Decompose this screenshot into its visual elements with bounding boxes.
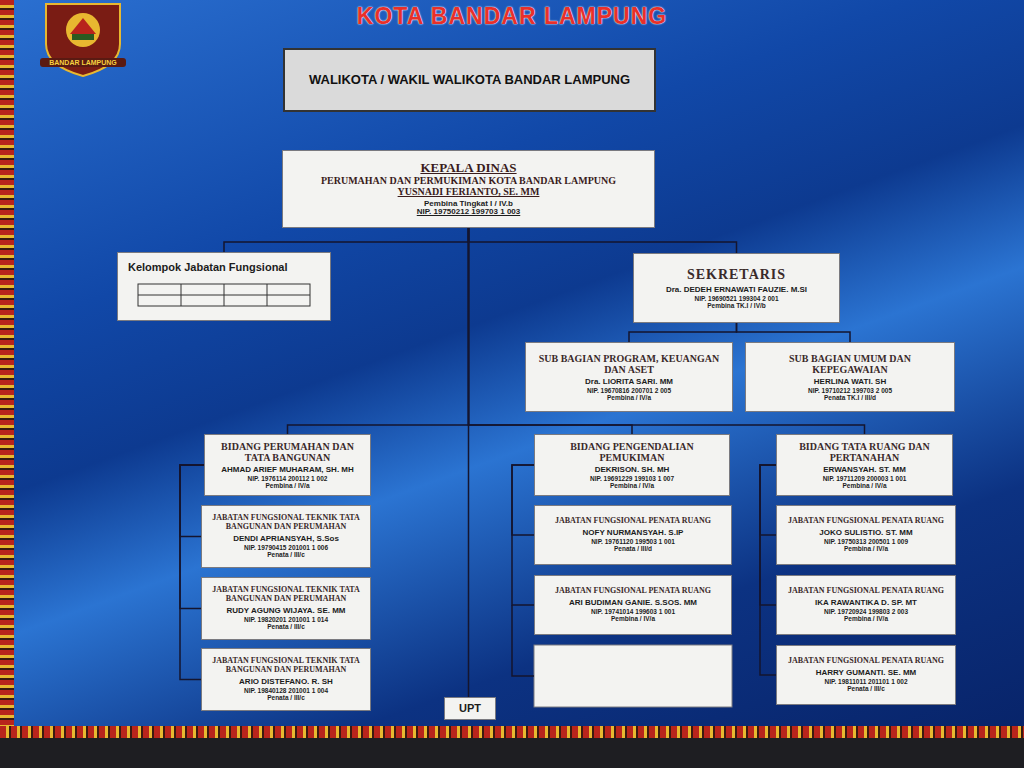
unit-box: UPT (444, 697, 496, 720)
functional-position-box: JABATAN FUNGSIONAL PENATA RUANG IKA RAWAN… (776, 575, 956, 635)
id-number: NIP. 19820201 201001 1 014 (244, 616, 328, 623)
functional-group-box: Kelompok Jabatan Fungsional (117, 252, 331, 321)
rank-text: Pembina / IV/a (842, 482, 886, 489)
org-connector (512, 465, 534, 535)
rank-text: Pembina / IV/a (607, 394, 651, 401)
office-name: PERUMAHAN DAN PERMUKIMAN KOTA BANDAR LAM… (321, 175, 616, 186)
rank-text: Pembina TK.I / IV/b (707, 302, 766, 309)
position-title: Kelompok Jabatan Fungsional (128, 261, 288, 273)
rank-text: Pembina / IV/a (611, 615, 655, 622)
position-title: SEKRETARIS (687, 267, 786, 283)
chart-title: KOTA BANDAR LAMPUNG (262, 3, 762, 30)
org-connector (760, 465, 776, 605)
functional-position-box: JABATAN FUNGSIONAL TEKNIK TATA BANGUNAN … (201, 648, 371, 711)
position-title: BIDANG PERUMAHAN DAN TATA BANGUNAN (210, 441, 365, 463)
position-title: JABATAN FUNGSIONAL TEKNIK TATA BANGUNAN … (207, 657, 365, 675)
person-name: AHMAD ARIEF MUHARAM, SH. MH (221, 466, 354, 475)
functional-position-box: JABATAN FUNGSIONAL TEKNIK TATA BANGUNAN … (201, 505, 371, 568)
rank-text: Pembina / IV/a (844, 545, 888, 552)
org-connector (468, 228, 469, 697)
functional-position-box: JABATAN FUNGSIONAL PENATA RUANG JOKO SULI… (776, 505, 956, 565)
id-number: NIP. 19750313 200501 1 009 (824, 538, 908, 545)
division-box: BIDANG PENGENDALIAN PEMUKIMAN DEKRISON. S… (534, 434, 730, 496)
person-name: ERWANSYAH. ST. MM (823, 466, 906, 475)
division-box: BIDANG PERUMAHAN DAN TATA BANGUNAN AHMAD … (204, 434, 371, 496)
person-name: YUSNADI FERIANTO, SE. MM (398, 186, 540, 197)
org-connector (629, 323, 737, 342)
rank-text: Penata / III/c (267, 694, 305, 701)
id-number: NIP. 19670816 200701 2 005 (587, 387, 671, 394)
emblem-text: BANDAR LAMPUNG (40, 58, 126, 67)
id-number: NIP. 19840128 201001 1 004 (244, 687, 328, 694)
org-connector (469, 228, 737, 253)
person-name: DEKRISON. SH. MH (595, 466, 670, 475)
position-title: BIDANG PENGENDALIAN PEMUKIMAN (540, 441, 724, 463)
id-number: NIP. 19761120 199503 1 001 (591, 538, 675, 545)
ornament-border (0, 726, 1024, 738)
bracket-line (512, 605, 534, 676)
functional-position-box: JABATAN FUNGSIONAL PENATA RUANG HARRY GUM… (776, 645, 956, 705)
position-title: UPT (459, 702, 481, 714)
functional-position-box: JABATAN FUNGSIONAL PENATA RUANG NOFY NURM… (534, 505, 732, 565)
division-box: BIDANG TATA RUANG DAN PERTANAHAN ERWANSYA… (776, 434, 953, 496)
rank-text: Penata / III/d (614, 545, 652, 552)
position-title: JABATAN FUNGSIONAL PENATA RUANG (555, 587, 711, 596)
id-number: NIP. 19691229 199103 1 007 (590, 475, 674, 482)
position-title: WALIKOTA / WAKIL WALIKOTA BANDAR LAMPUNG (309, 73, 630, 88)
position-title: SUB BAGIAN UMUM DAN KEPEGAWAIAN (751, 353, 949, 375)
position-title: JABATAN FUNGSIONAL PENATA RUANG (788, 587, 944, 596)
id-number: NIP. 19690521 199304 2 001 (694, 295, 778, 302)
division-box: SUB BAGIAN PROGRAM, KEUANGAN DAN ASET Dra… (525, 342, 733, 412)
person-name: ARIO DISTEFANO. R. SH (239, 678, 333, 687)
person-name: RUDY AGUNG WIJAYA. SE. MM (227, 607, 346, 616)
id-number: NIP. 19811011 201101 1 002 (824, 678, 907, 685)
person-name: IKA RAWANTIKA D. SP. MT (815, 599, 917, 608)
mayor-box: WALIKOTA / WAKIL WALIKOTA BANDAR LAMPUNG (283, 48, 656, 112)
head-office-box: KEPALA DINASPERUMAHAN DAN PERMUKIMAN KOT… (282, 150, 655, 228)
division-box: SUB BAGIAN UMUM DAN KEPEGAWAIAN HERLINA W… (745, 342, 955, 412)
org-connector (224, 228, 469, 252)
org-connector (760, 465, 776, 675)
org-connector (760, 465, 776, 535)
person-name: HARRY GUMANTI. SE. MM (816, 669, 916, 678)
person-name: HERLINA WATI. SH (814, 378, 886, 387)
position-title: JABATAN FUNGSIONAL TEKNIK TATA BANGUNAN … (207, 586, 365, 604)
functional-position-box: JABATAN FUNGSIONAL PENATA RUANG ARI BUDIM… (534, 575, 732, 635)
id-number: NIP. 19710212 199703 2 005 (808, 387, 892, 394)
id-number: NIP. 1976114 200112 1 002 (248, 475, 328, 482)
person-name: JOKO SULISTIO. ST. MM (819, 529, 912, 538)
id-number: NIP. 19750212 199703 1 003 (417, 208, 521, 217)
position-title: JABATAN FUNGSIONAL PENATA RUANG (555, 517, 711, 526)
person-name: Dra. LIORITA SARI. MM (585, 378, 673, 387)
functional-position-box: JABATAN FUNGSIONAL TEKNIK TATA BANGUNAN … (201, 577, 371, 640)
rank-text: Penata / III/c (847, 685, 885, 692)
position-title: JABATAN FUNGSIONAL PENATA RUANG (788, 517, 944, 526)
rank-text: Pembina / IV/a (265, 482, 309, 489)
empty-position-box (534, 645, 732, 707)
id-number: NIP. 19741014 199603 1 001 (591, 608, 675, 615)
position-title: JABATAN FUNGSIONAL PENATA RUANG (788, 657, 944, 666)
id-number: NIP. 19711209 200003 1 001 (823, 475, 907, 482)
rank-text: Pembina / IV/a (610, 482, 654, 489)
id-number: NIP. 19790415 201001 1 006 (244, 544, 328, 551)
secretary-box: SEKRETARIS Dra. DEDEH ERNAWATI FAUZIE. M.… (633, 253, 840, 323)
position-title: BIDANG TATA RUANG DAN PERTANAHAN (782, 441, 947, 463)
person-name: ARI BUDIMAN GANIE. S.SOS. MM (569, 599, 697, 608)
position-title: SUB BAGIAN PROGRAM, KEUANGAN DAN ASET (531, 353, 727, 375)
position-title: JABATAN FUNGSIONAL TEKNIK TATA BANGUNAN … (207, 514, 365, 532)
rank-text: Penata TK.I / III/d (824, 394, 876, 401)
org-connector (737, 323, 851, 342)
person-name: DENDI APRIANSYAH, S.Sos (233, 535, 339, 544)
id-number: NIP. 19720924 199803 2 003 (824, 608, 908, 615)
rank-text: Pembina Tingkat I / IV.b (424, 200, 513, 209)
rank-text: Penata / III/c (267, 623, 305, 630)
org-connector (512, 465, 534, 605)
person-name: Dra. DEDEH ERNAWATI FAUZIE. M.SI (666, 286, 807, 295)
person-name: NOFY NURMANSYAH. S.IP (583, 529, 684, 538)
rank-text: Pembina / IV/a (844, 615, 888, 622)
position-title: KEPALA DINAS (420, 161, 516, 176)
rank-text: Penata / III/c (267, 551, 305, 558)
ornament-border (0, 0, 14, 738)
